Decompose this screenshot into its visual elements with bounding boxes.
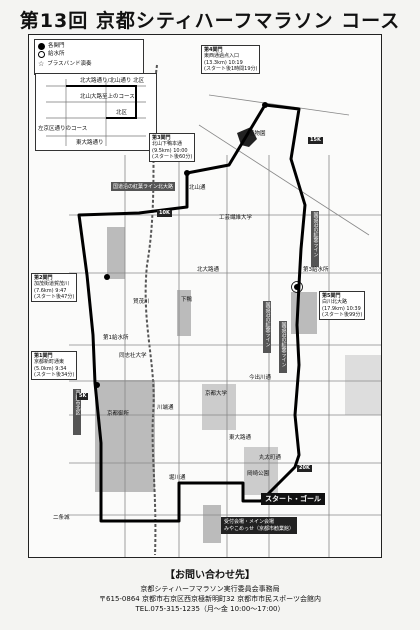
legend-item: 各関門 [38, 42, 140, 50]
checkpoint-km: (5.0km) 9:34 [34, 365, 67, 372]
checkpoint-time: (スタート後60分) [152, 153, 193, 160]
label-horikawa: 堀川通 [169, 475, 186, 481]
checkpoint-desc: 北山下鴨本通 [152, 141, 183, 148]
checkpoint-1-box: 第1関門 京都新町通東 (5.0km) 9:34 (スタート後34分) [31, 351, 78, 380]
label-kawabata: 川端通 [157, 405, 174, 411]
label-kitaoji: 北大路通 [197, 267, 220, 273]
banner-north: 国道沿の紅葉ライン北大路 [111, 182, 176, 191]
checkpoint-1-dot [94, 382, 100, 388]
label-gosho: 京都御所 [107, 411, 130, 417]
reception-venue: みやこめっせ（京都市勧業館） [224, 525, 295, 532]
checkpoint-time: (スタート後47分) [34, 293, 75, 300]
course-route [77, 103, 307, 523]
star-icon: ☆ [38, 59, 45, 68]
legend-label: 各関門 [48, 43, 65, 49]
km-marker-10k: 10K [157, 210, 172, 217]
footer-org: 京都シティハーフマラソン実行委員会事務局 [140, 585, 280, 593]
checkpoint-4-dot [262, 102, 268, 108]
checkpoint-desc: 東西通過点入口 [204, 53, 240, 60]
legend-item: 給水所 [38, 50, 140, 58]
filled-dot-icon [38, 42, 45, 50]
block-ne [345, 355, 381, 415]
label-univ: 京都大学 [205, 391, 228, 397]
block-shimogamo [177, 290, 191, 336]
checkpoint-5-box: 第5関門 白川北大路 (17.9km) 10:39 (スタート後99分) [319, 291, 366, 320]
checkpoint-time: (スタート後99分) [322, 311, 363, 318]
inset-label-bottom: 東大路通り [76, 140, 104, 146]
label-kamogawa: 賀茂川 [133, 299, 150, 305]
km-marker-5k: 5K [77, 393, 89, 400]
banner-center-a: 国道沿の紅葉ライン [263, 301, 271, 353]
block-south [203, 505, 221, 543]
checkpoint-3-dot [184, 170, 190, 176]
contact-footer: 【お問い合わせ先】 京都シティハーフマラソン実行委員会事務局 〒615-0864… [0, 566, 420, 614]
label-tsukiyama: 植物園 [249, 131, 266, 137]
checkpoint-km: (17.9km) 10:39 [322, 305, 361, 312]
banner-west: 京都市北区 [73, 389, 81, 435]
checkpoint-desc: 加茂街道賀茂川 [34, 281, 70, 288]
label-water1: 第1給水所 [103, 335, 129, 341]
checkpoint-name: 第2関門 [34, 275, 53, 281]
footer-address: 〒615-0864 京都市右京区西京極新明町32 京都市市民スポーツ会館内 [99, 595, 321, 604]
checkpoint-name: 第3関門 [152, 135, 171, 141]
water-station-dot [291, 281, 303, 293]
checkpoint-name: 第1関門 [34, 353, 53, 359]
block-okazaki [244, 447, 278, 495]
checkpoint-2-dot [104, 274, 110, 280]
label-okazaki: 岡崎公園 [247, 471, 270, 477]
start-goal-label: スタート・ゴール [261, 493, 325, 505]
inset-label-top2: 北山大路至上のコース [80, 94, 135, 100]
label-daitoku: 同志社大学 [119, 353, 147, 359]
checkpoint-time: (スタート後1時間19分) [204, 65, 258, 72]
map-legend: 各関門 給水所 ☆ブラスバンド演奏 [34, 39, 144, 75]
legend-item: ☆ブラスバンド演奏 [38, 59, 140, 70]
label-shimogamo: 下鴨 [181, 297, 193, 303]
inset-label-top: 北大路通り/北山通り 北区 [80, 78, 145, 84]
checkpoint-name: 第5関門 [322, 293, 341, 299]
reception-box: 受付会場・メイン会場 みやこめっせ（京都市勧業館） [221, 517, 298, 534]
course-map: 各関門 給水所 ☆ブラスバンド演奏 北大路通り/北山通り 北区 北山大路至上のコ… [28, 34, 382, 558]
inset-label-ward: 北区 [116, 110, 128, 116]
checkpoint-km: (7.6km) 9:47 [34, 287, 67, 294]
label-imadegawa: 今出川通 [249, 375, 272, 381]
legend-label: ブラスバンド演奏 [47, 60, 92, 67]
checkpoint-time: (スタート後34分) [34, 371, 75, 378]
checkpoint-4-box: 第4関門 東西通過点入口 (13.3km) 10:19 (スタート後1時間19分… [201, 45, 261, 74]
inset-map: 北大路通り/北山通り 北区 北山大路至上のコース 北区 左京区通りのコース 東大… [35, 73, 157, 151]
checkpoint-desc: 京都新町通東 [34, 359, 65, 366]
inset-drawing [46, 79, 146, 146]
label-kitayama: 北山通 [189, 185, 206, 191]
legend-label: 給水所 [48, 51, 65, 58]
checkpoint-km: (13.3km) 10:19 [204, 59, 243, 66]
checkpoint-desc: 白川北大路 [322, 299, 348, 306]
footer-heading: 【お問い合わせ先】 [165, 570, 255, 581]
banner-center-b: 国道沿の紅葉ライン [279, 321, 287, 373]
label-higashioji: 東大路通 [229, 435, 252, 441]
checkpoint-3-box: 第3関門 北山下鴨本通 (9.5km) 10:00 (スタート後60分) [149, 133, 196, 162]
park-block [107, 227, 125, 279]
checkpoint-name: 第4関門 [204, 47, 223, 53]
km-marker-20k: 20K [297, 465, 312, 472]
checkpoint-2-box: 第2関門 加茂街道賀茂川 (7.6km) 9:47 (スタート後47分) [31, 273, 78, 302]
reception-title: 受付会場・メイン会場 [224, 519, 275, 525]
label-koka: 工芸繊維大学 [219, 215, 253, 221]
open-dot-icon [38, 50, 45, 58]
label-nijo: 二条城 [53, 515, 70, 521]
block-univ [202, 384, 236, 430]
label-water3: 第3給水所 [303, 267, 329, 273]
banner-east: 国道沿の紅葉ライン [311, 211, 319, 267]
footer-tel: TEL.075-315-1235（月〜金 10:00〜17:00） [135, 605, 285, 614]
label-marutamachi: 丸太町通 [259, 455, 282, 461]
km-marker-15k: 15K [308, 137, 323, 144]
block-east [291, 292, 317, 334]
inset-label-left: 左京区通りのコース [38, 126, 88, 132]
page-title: 第13回 京都シティハーフマラソン コース [19, 10, 401, 32]
checkpoint-km: (9.5km) 10:00 [152, 147, 188, 154]
checkpoint-5-dot [294, 284, 300, 290]
